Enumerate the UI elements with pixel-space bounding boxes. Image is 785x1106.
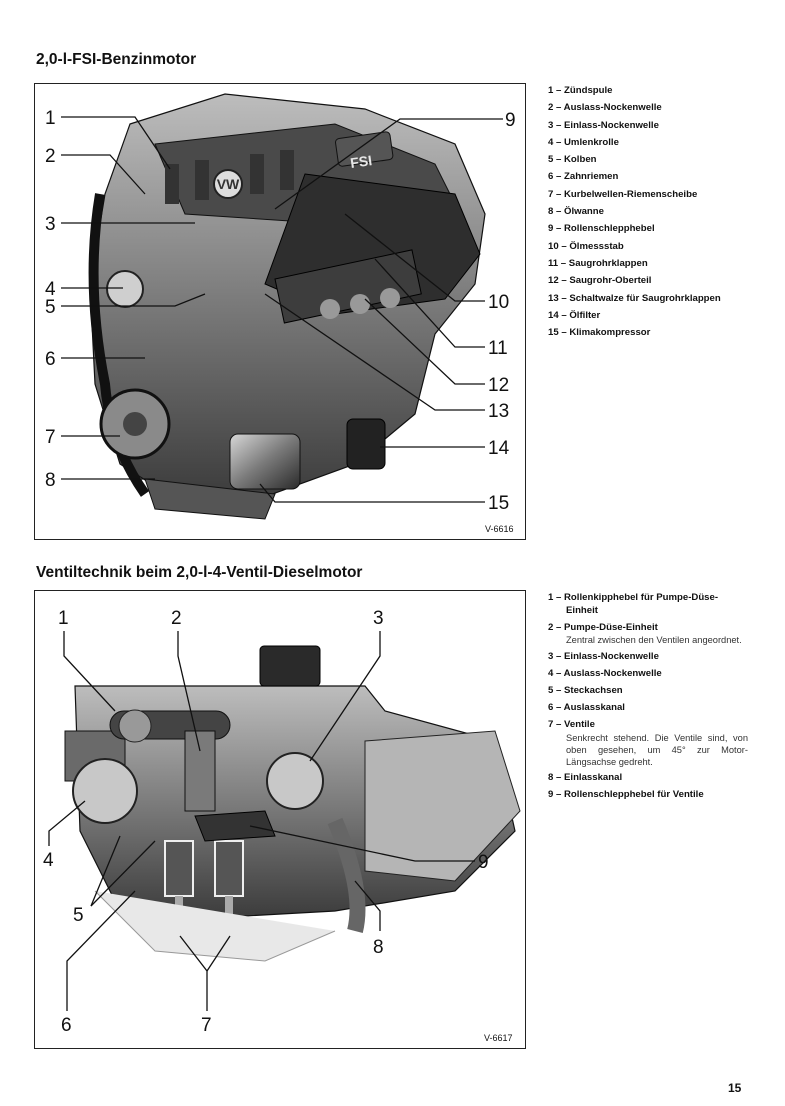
legend-item: 5 – Steckachsen	[548, 685, 748, 698]
legend-item-label: 5 – Steckachsen	[548, 684, 623, 696]
fsi-badge: FSI	[349, 152, 373, 171]
legend-item-label: 7 – Ventile	[548, 719, 595, 731]
legend-item: 2 – Auslass-Nockenwelle	[548, 102, 662, 114]
callout-6: 6	[45, 349, 56, 370]
svg-text:VW: VW	[217, 176, 240, 192]
legend-item: 14 – Ölfilter	[548, 309, 601, 321]
legend-item-label: 9 – Rollenschlepphebel für Ventile	[548, 789, 704, 801]
callout-5: 5	[73, 905, 84, 926]
callout-5: 5	[45, 297, 56, 318]
legend-item: 13 – Schaltwalze für Saugrohrklappen	[548, 292, 721, 304]
legend-item-label: 1 – Rollenkipphebel für Pumpe-Düse-Einhe…	[548, 592, 719, 616]
legend-item-label: 3 – Einlass-Nockenwelle	[548, 650, 659, 662]
callout-1: 1	[58, 608, 69, 629]
callout-3: 3	[373, 608, 384, 629]
leader-lines	[61, 116, 503, 503]
fsi-engine-illustration: VW	[45, 93, 516, 534]
callout-4: 4	[45, 279, 56, 300]
callout-9: 9	[505, 110, 516, 131]
legend-item: 7 – Kurbelwellen-Riemenscheibe	[548, 188, 698, 200]
legend-item-description: Zentral zwischen den Ventilen angeordnet…	[566, 635, 742, 646]
callout-15: 15	[488, 493, 509, 514]
callout-4: 4	[43, 850, 54, 871]
figure-id-1: V-6616	[485, 524, 514, 534]
callout-2: 2	[45, 146, 56, 167]
legend-item-label: 6 – Auslasskanal	[548, 701, 625, 713]
legend-item: 3 – Einlass-Nockenwelle	[548, 119, 659, 131]
callout-10: 10	[488, 292, 509, 313]
legend-item: 8 – Ölwanne	[548, 206, 604, 218]
legend-item: 11 – Saugrohrklappen	[548, 257, 648, 269]
legend-item: 10 – Ölmessstab	[548, 240, 624, 252]
diesel-valve-figure: 1 2 3 4 5 6 7 8 9 V-6617	[34, 590, 526, 1049]
engine-artwork: VW	[88, 93, 486, 520]
legend-item: 4 – Umlenkrolle	[548, 136, 619, 148]
section-title-diesel-valves: Ventiltechnik beim 2,0-l-4-Ventil-Diesel…	[36, 564, 363, 581]
legend-item-label: 4 – Auslass-Nockenwelle	[548, 667, 662, 679]
diesel-valve-illustration: 1 2 3 4 5 6 7 8 9 V-6617	[43, 608, 521, 1043]
legend-item: 12 – Saugrohr-Oberteil	[548, 275, 652, 287]
leader-lines	[48, 631, 475, 1011]
callout-7: 7	[45, 427, 56, 448]
legend-item: 5 – Kolben	[548, 154, 597, 166]
legend-item-label: 8 – Einlasskanal	[548, 772, 623, 784]
callout-6: 6	[61, 1015, 72, 1036]
legend-item: 1 – Rollenkipphebel für Pumpe-Düse-Einhe…	[548, 592, 748, 617]
callout-numbers: 1 2 3 4 5 6 7 8 9 10 11 12 13 14 15	[45, 108, 516, 514]
diesel-legend: 1 – Rollenkipphebel für Pumpe-Düse-Einhe…	[548, 592, 748, 806]
callout-13: 13	[488, 401, 509, 422]
callout-1: 1	[45, 108, 56, 129]
callout-14: 14	[488, 438, 510, 459]
legend-item: 6 – Auslasskanal	[548, 702, 748, 715]
legend-item: 9 – Rollenschlepphebel	[548, 223, 655, 235]
legend-item: 8 – Einlasskanal	[548, 772, 748, 785]
page-number: 15	[728, 1081, 742, 1095]
legend-item: 1 – Zündspule	[548, 85, 613, 96]
callout-9: 9	[478, 852, 489, 873]
legend-item: 15 – Klimakompressor	[548, 327, 651, 339]
legend-item: 4 – Auslass-Nockenwelle	[548, 668, 748, 681]
callout-12: 12	[488, 375, 509, 396]
callout-7: 7	[201, 1015, 212, 1036]
callout-2: 2	[171, 608, 182, 629]
section-title-fsi-engine: 2,0-l-FSI-Benzinmotor	[36, 51, 197, 68]
callout-11: 11	[488, 338, 508, 359]
legend-item: 3 – Einlass-Nockenwelle	[548, 651, 748, 664]
callout-numbers: 1 2 3 4 5 6 7 8 9	[43, 608, 489, 1036]
cylinder-head-artwork	[64, 645, 521, 962]
figure-id-2: V-6617	[484, 1033, 513, 1043]
fsi-engine-figure: VW	[34, 83, 526, 540]
callout-8: 8	[45, 470, 56, 491]
callout-8: 8	[373, 937, 384, 958]
legend-item-description: Senkrecht stehend. Die Ventile sind, von…	[566, 732, 748, 767]
legend-item: 9 – Rollenschlepphebel für Ventile	[548, 789, 748, 802]
fsi-legend: 1 – Zündspule 2 – Auslass-Nockenwelle 3 …	[548, 82, 748, 341]
callout-3: 3	[45, 214, 56, 235]
legend-item-label: 2 – Pumpe-Düse-Einheit	[548, 621, 658, 633]
legend-item: 6 – Zahnriemen	[548, 171, 619, 183]
